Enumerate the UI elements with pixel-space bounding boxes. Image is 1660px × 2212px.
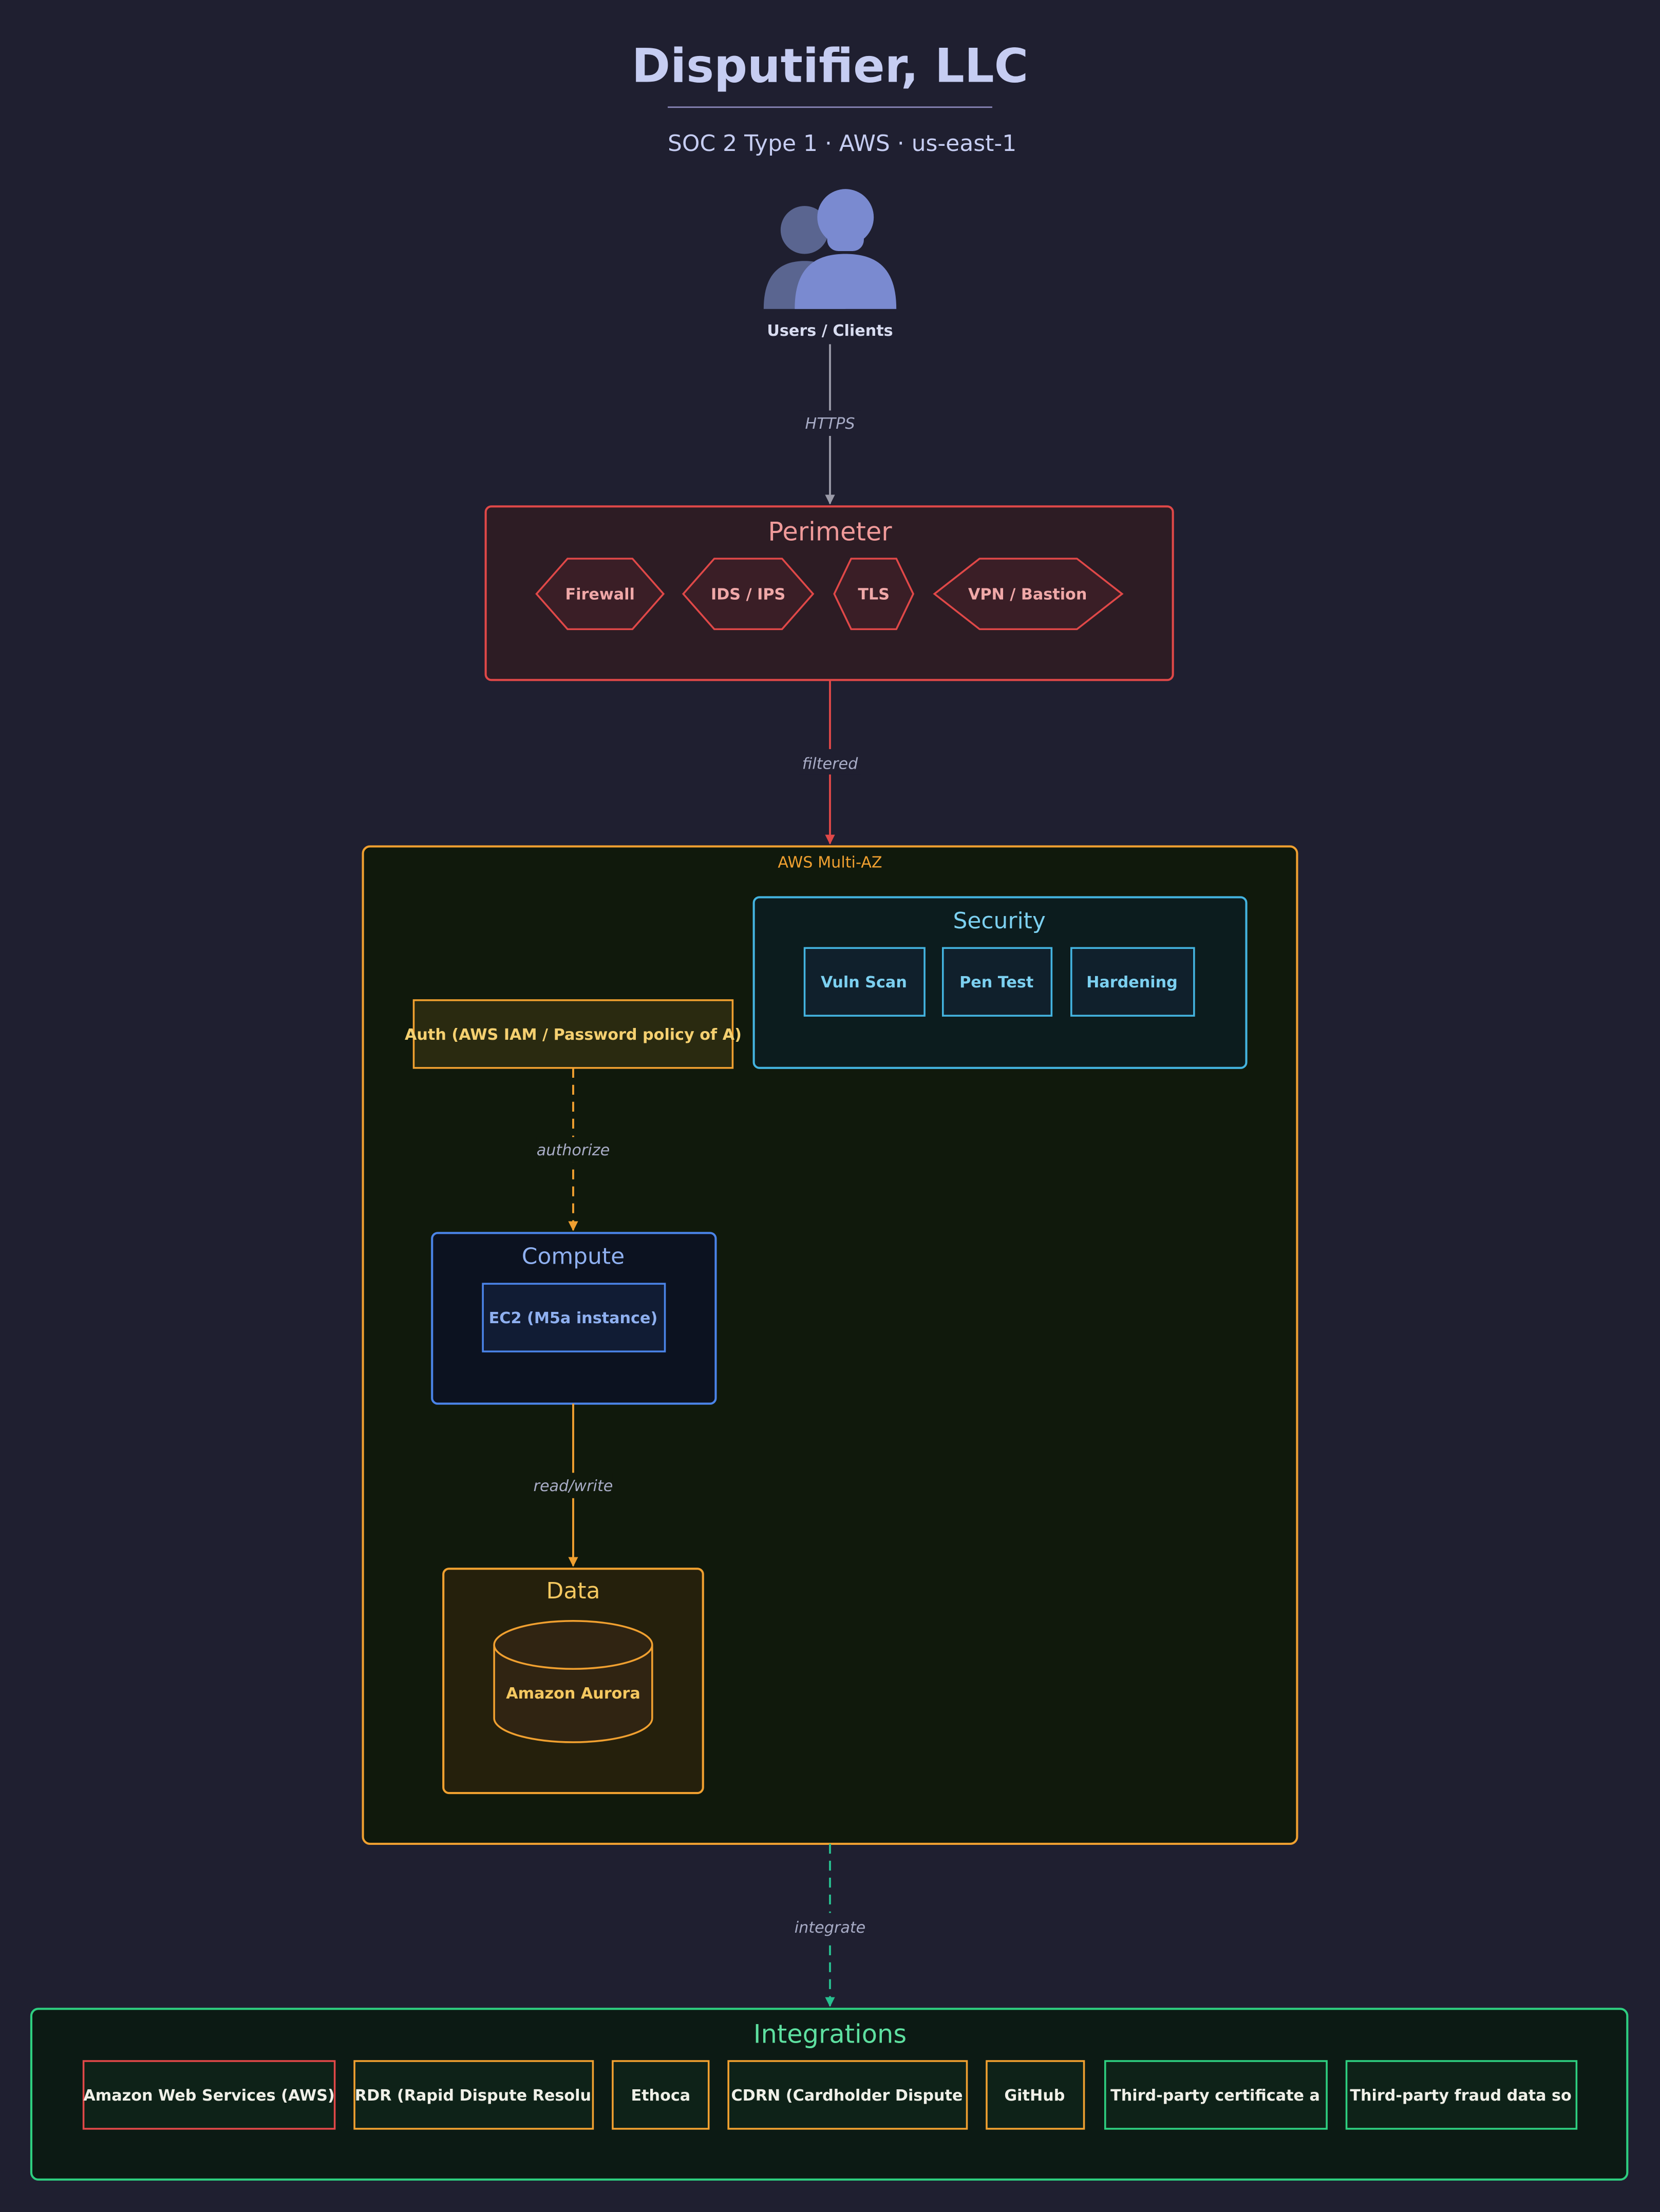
security-hardening-label: Hardening [1086, 974, 1178, 991]
security-hardening[interactable] [1070, 947, 1195, 1017]
compute-ec2-label: EC2 (M5a instance) [489, 1309, 658, 1327]
integration-fraud-data[interactable] [1345, 2060, 1578, 2130]
integration-cdrn-label: CDRN (Cardholder Dispute [731, 2087, 963, 2105]
page-subtitle: SOC 2 Type 1 · AWS · us-east-1 [668, 130, 1016, 157]
integration-fraud-data-label: Third-party fraud data so [1350, 2087, 1571, 2105]
integration-aws-label: Amazon Web Services (AWS) [83, 2087, 334, 2105]
perimeter-ids-ips[interactable] [682, 558, 815, 631]
aws-zone-label: AWS Multi-AZ [778, 854, 882, 872]
integration-certificate-label: Third-party certificate a [1110, 2087, 1320, 2105]
perimeter-vpn-bastion-label: VPN / Bastion [968, 586, 1087, 604]
security-pen-test-label: Pen Test [959, 974, 1033, 991]
edge-https-label-bg [799, 410, 861, 436]
perimeter-vpn-bastion[interactable] [933, 558, 1124, 631]
security-title: Security [953, 908, 1045, 934]
integration-github[interactable] [986, 2060, 1085, 2130]
integrations-title: Integrations [753, 2019, 907, 2049]
security-zone: Security Vuln Scan Pen Test Hardening [752, 896, 1248, 1069]
integration-aws[interactable] [82, 2060, 336, 2130]
security-vuln-scan-label: Vuln Scan [821, 974, 907, 991]
edge-authorize-label-bg [536, 1137, 610, 1162]
integration-cdrn[interactable] [727, 2060, 968, 2130]
edge-authorize-label: authorize [537, 1141, 610, 1159]
data-zone: Data Amazon Aurora [442, 1568, 704, 1795]
integration-github-label: GitHub [1004, 2087, 1065, 2105]
edge-integrate-label-bg [793, 1913, 867, 1938]
compute-ec2[interactable] [482, 1283, 666, 1352]
security-pen-test[interactable] [942, 947, 1053, 1017]
users-label: Users / Clients [767, 322, 893, 340]
perimeter-title: Perimeter [768, 517, 892, 546]
auth-node-label: Auth (AWS IAM / Password policy of A) [405, 1026, 742, 1044]
perimeter-ids-ips-label: IDS / IPS [711, 586, 785, 604]
perimeter-zone: Perimeter Firewall IDS / IPS TLS VPN / B… [484, 505, 1174, 681]
data-aurora-label: Amazon Aurora [506, 1685, 640, 1703]
integration-ethoca-label: Ethoca [631, 2087, 690, 2105]
perimeter-tls[interactable] [833, 558, 915, 631]
integration-ethoca[interactable] [612, 2060, 710, 2130]
perimeter-firewall-label: Firewall [565, 586, 634, 604]
edge-filtered-label: filtered [802, 755, 858, 773]
database-icon[interactable] [493, 1620, 653, 1743]
compute-title: Compute [522, 1244, 625, 1270]
integration-rdr-label: RDR (Rapid Dispute Resolu [355, 2087, 591, 2105]
security-vuln-scan[interactable] [803, 947, 926, 1017]
edge-read-write-label-bg [534, 1473, 613, 1498]
auth-node[interactable] [412, 999, 734, 1069]
edge-https-label: HTTPS [805, 415, 855, 433]
users-icon [763, 189, 897, 309]
integration-rdr[interactable] [353, 2060, 594, 2130]
data-title: Data [546, 1578, 600, 1604]
edge-integrate-label: integrate [795, 1919, 866, 1937]
edge-read-write-label: read/write [534, 1477, 613, 1495]
perimeter-firewall[interactable] [535, 558, 665, 631]
integrations-zone: Integrations Amazon Web Services (AWS) R… [30, 2008, 1629, 2181]
edge-filtered-label-bg [799, 749, 861, 775]
perimeter-tls-label: TLS [858, 586, 890, 604]
compute-zone: Compute EC2 (M5a instance) [431, 1232, 717, 1405]
page-title: Disputifier, LLC [632, 39, 1028, 93]
integration-certificate[interactable] [1104, 2060, 1328, 2130]
